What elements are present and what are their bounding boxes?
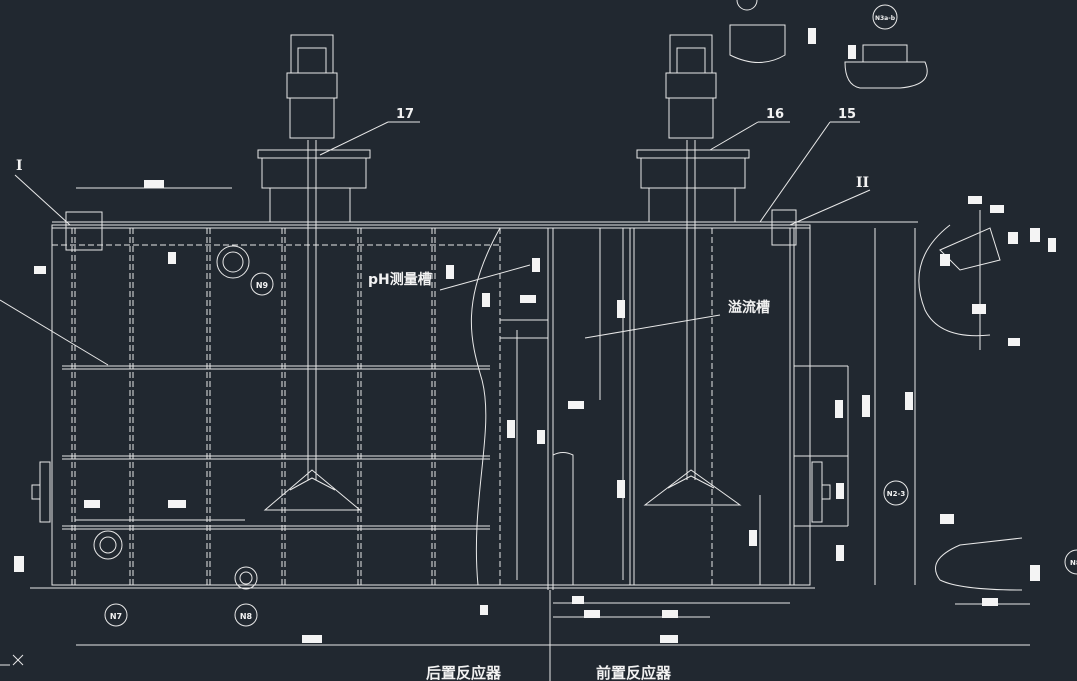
nozzle-tag-n3: N3a-b xyxy=(875,15,896,22)
callout-15: 15 xyxy=(838,107,856,122)
label-rear-reactor: 后置反应器 xyxy=(426,664,502,681)
nozzle-tag-right: N8 xyxy=(1070,559,1077,567)
label-ph-tank: pH测量槽 xyxy=(368,271,432,288)
nozzle-tag-n2-3: N2-3 xyxy=(887,490,906,498)
section-mark-ii: II xyxy=(856,175,869,191)
mixer-16 xyxy=(636,34,750,506)
detail-views xyxy=(729,0,1030,605)
callout-17: 17 xyxy=(396,107,414,122)
mixer-17 xyxy=(257,34,371,511)
ucs-icon xyxy=(0,654,24,666)
dimension-text-blocks xyxy=(14,28,1056,643)
tank-outline xyxy=(30,221,918,589)
break-line xyxy=(470,227,501,586)
callout-16: 16 xyxy=(766,107,784,122)
section-mark-i: I xyxy=(16,158,23,174)
partition-walls xyxy=(499,228,848,590)
leader-lines xyxy=(0,121,871,366)
nozzle-tag-n8: N8 xyxy=(240,612,253,621)
nozzle-tag-n9: N9 xyxy=(256,281,269,290)
label-overflow-tank: 溢流槽 xyxy=(728,299,770,316)
dimension-lines xyxy=(75,187,1030,681)
nozzle-flanges xyxy=(31,209,831,590)
stiffener-grid xyxy=(52,228,500,585)
nozzle-tags: N9 N7 N8 N2-3 N3a-b N8 xyxy=(104,4,1077,627)
nozzle-tag-n7: N7 xyxy=(110,612,122,621)
label-front-reactor: 前置反应器 xyxy=(596,664,672,681)
